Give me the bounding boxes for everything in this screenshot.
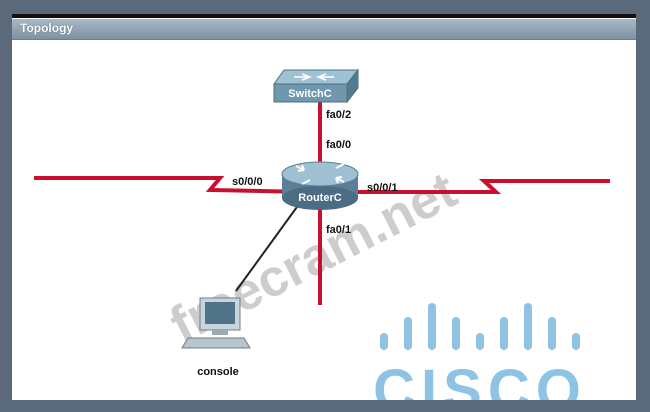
label-fa0-2: fa0/2 (326, 109, 351, 121)
pc-icon[interactable] (181, 297, 251, 349)
top-border (12, 14, 636, 18)
switch-name: SwitchC (288, 88, 331, 100)
router-icon[interactable]: RouterC (281, 161, 359, 210)
switch-icon[interactable]: SwitchC (273, 68, 360, 104)
cisco-wordmark: CISCO (373, 358, 587, 400)
topology-panel: Topology freecram.net SwitchC (12, 14, 636, 400)
console-cable (235, 199, 303, 292)
router-name: RouterC (298, 192, 341, 204)
serial-link-right (332, 179, 610, 194)
serial-link-left (34, 176, 309, 194)
label-s0-0-0: s0/0/0 (232, 176, 263, 188)
cisco-logo: CISCO (373, 303, 587, 400)
label-s0-0-1: s0/0/1 (367, 182, 398, 194)
panel-title: Topology (20, 21, 74, 35)
title-bar: Topology (12, 19, 636, 40)
label-fa0-1: fa0/1 (326, 224, 351, 236)
console-label: console (197, 366, 239, 378)
label-fa0-0: fa0/0 (326, 139, 351, 151)
topology-diagram: freecram.net SwitchC (34, 68, 610, 400)
